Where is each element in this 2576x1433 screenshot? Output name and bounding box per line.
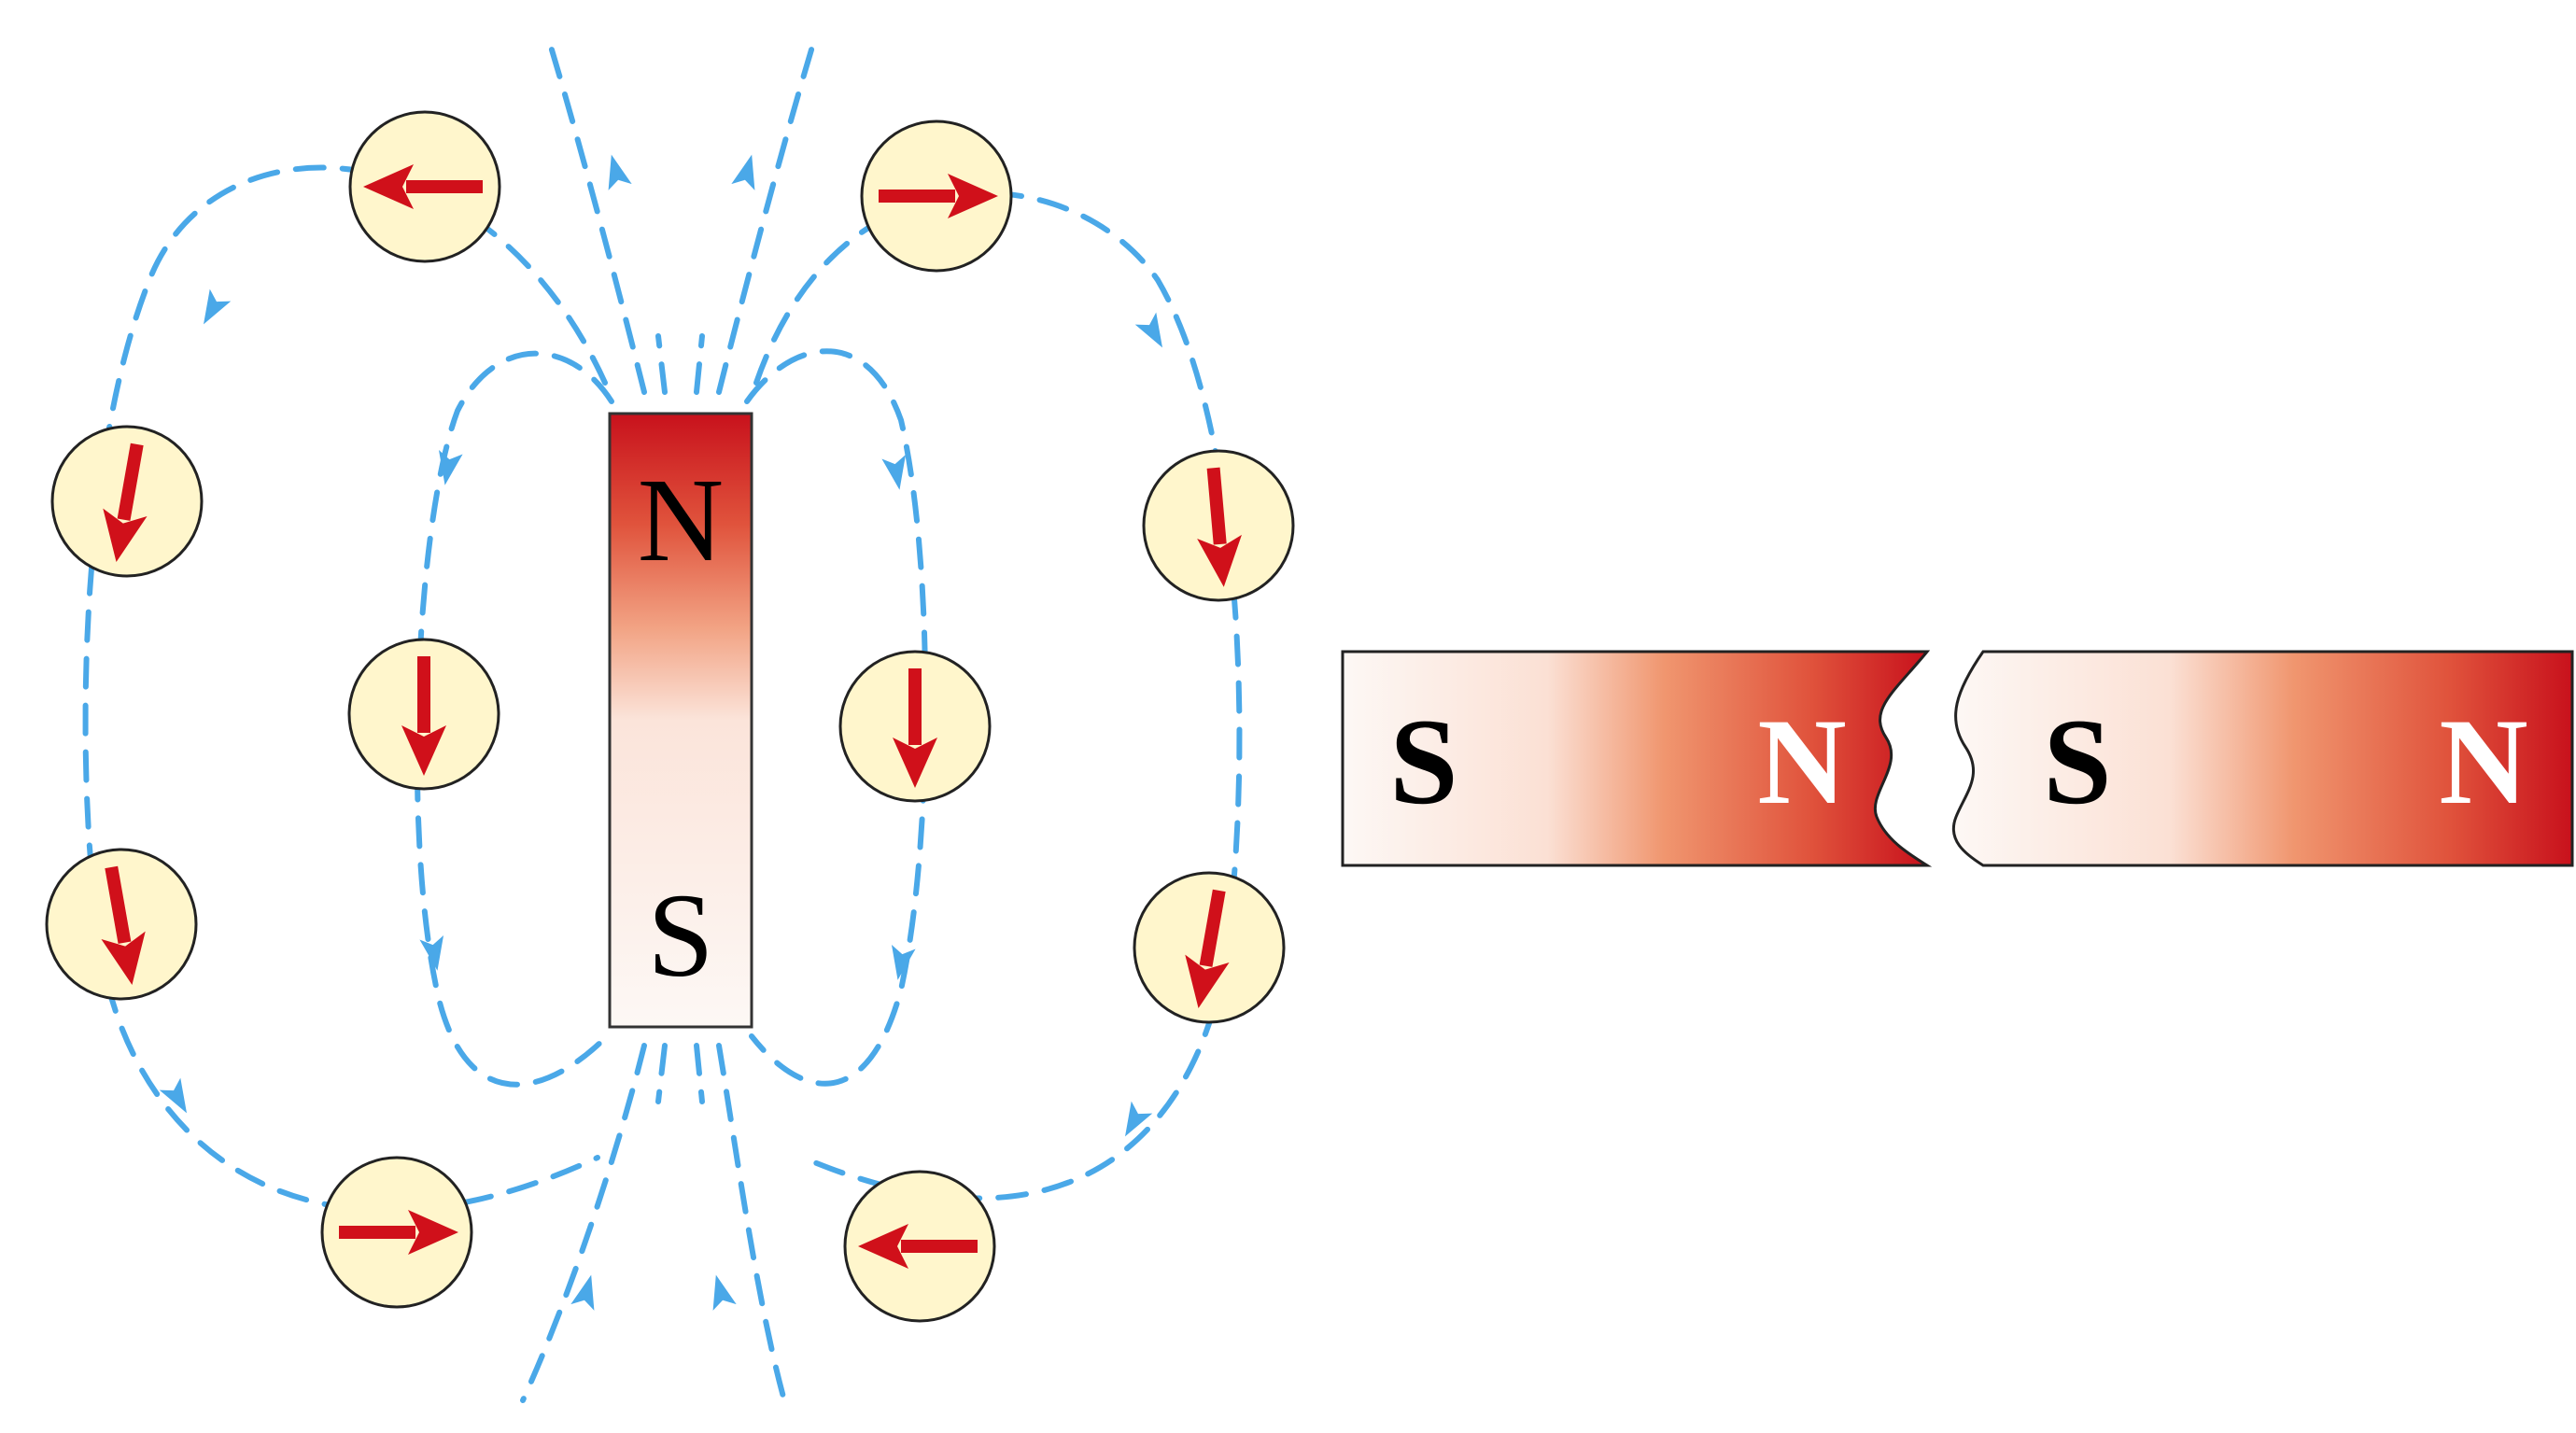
compass-needle-arrow-icon [879, 174, 998, 218]
field-line-top-left-open [548, 44, 647, 395]
field-line-top-center-left [655, 333, 668, 395]
broken-magnet-right-north-label: N [2439, 693, 2527, 830]
compass-outer-left-upper [50, 425, 204, 578]
field-line-bottom-right-open [716, 1043, 787, 1403]
compass-top-right [860, 119, 1013, 273]
field-line-bottom-center-right [694, 1043, 705, 1104]
field-direction-arrow-icon [1125, 1101, 1153, 1137]
compasses [45, 110, 1295, 1323]
field-direction-arrow-icon [438, 449, 463, 485]
broken-magnet-right-piece: S N [1951, 650, 2574, 867]
compass-needle-arrow-icon [101, 865, 146, 985]
field-direction-arrow-icon [1134, 312, 1162, 348]
broken-magnet-left-piece: S N [1341, 650, 1933, 867]
field-line-outer-left [82, 164, 608, 1214]
compass-inner-left [347, 638, 500, 791]
compass-needle-arrow-icon [1185, 889, 1230, 1008]
compass-outer-right-upper [1142, 449, 1295, 602]
field-direction-arrow-icon [608, 154, 632, 190]
field-line-outer-right [753, 190, 1243, 1201]
field-line-bottom-center-left [655, 1043, 668, 1104]
field-direction-arrow-icon [881, 454, 907, 490]
field-direction-arrow-icon [712, 1274, 737, 1311]
compass-needle-arrow-icon [103, 443, 148, 562]
field-direction-arrow-icon [159, 1077, 187, 1114]
compass-outer-left-lower [45, 848, 198, 1001]
field-direction-arrow-icon [570, 1274, 595, 1311]
compass-bottom-right [843, 1170, 996, 1323]
compass-bottom-left [320, 1156, 473, 1309]
compass-needle-arrow-icon [858, 1224, 978, 1269]
field-direction-arrow-icon [891, 944, 916, 980]
compass-needle-arrow-icon [401, 656, 446, 776]
bar-magnet: N S [608, 412, 753, 1029]
compass-inner-right [838, 650, 992, 803]
field-line-bottom-left-open [520, 1043, 647, 1403]
compass-outer-right-lower [1133, 871, 1286, 1024]
compass-needle-arrow-icon [339, 1210, 458, 1255]
bar-magnet-body [608, 412, 753, 1029]
compass-needle-arrow-icon [363, 164, 483, 209]
broken-magnet-right-south-label: S [2043, 693, 2111, 830]
field-direction-arrow-icon [204, 288, 232, 325]
bar-magnet-south-label: S [647, 869, 713, 1002]
field-line-inner-right [744, 348, 929, 1087]
broken-magnet-left-piece-body [1341, 650, 1933, 867]
field-arrows [159, 154, 1162, 1311]
broken-magnet-left-north-label: N [1757, 693, 1846, 830]
compass-top-left [348, 110, 501, 263]
field-line-inner-left [414, 350, 614, 1088]
broken-magnet-right-piece-body [1951, 650, 2574, 867]
compass-needle-arrow-icon [1197, 467, 1242, 587]
field-line-top-right-open [716, 44, 815, 395]
field-direction-arrow-icon [419, 934, 444, 971]
bar-magnet-north-label: N [638, 454, 724, 586]
broken-magnet-left-south-label: S [1389, 693, 1457, 830]
compass-needle-arrow-icon [893, 668, 937, 788]
field-direction-arrow-icon [731, 154, 755, 190]
field-line-top-center-right [694, 333, 705, 395]
